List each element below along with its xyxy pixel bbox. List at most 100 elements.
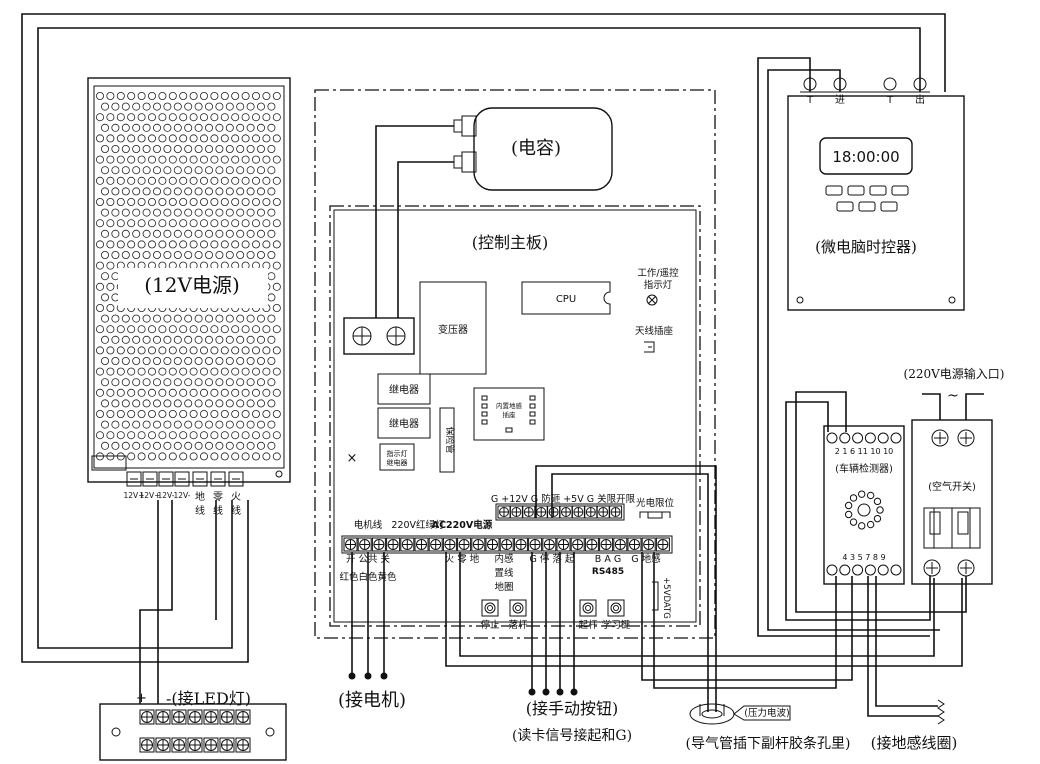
loop-socket-label: 内置地感 (496, 401, 523, 410)
transformer (419, 281, 487, 375)
rs485-label: RS485 (592, 567, 624, 577)
ps-terminal-label: 12V+ (140, 491, 161, 500)
push-button[interactable] (607, 599, 625, 617)
timer-terminal-label: T (806, 95, 814, 106)
detector-pin (890, 432, 902, 444)
ps-terminal-label: 线 (195, 504, 205, 517)
fuse (439, 407, 455, 473)
loop-socket-label: 插座 (503, 410, 517, 419)
btn-terms-label: G 停 落 起 (530, 553, 575, 565)
detector-label: (车辆检测器) (835, 462, 893, 475)
ps-terminal (228, 471, 244, 487)
ps-terminal (142, 471, 158, 487)
work-light-label: 指示灯 (644, 279, 673, 291)
ps-terminal-label: 地 (195, 490, 205, 503)
ps-terminal-label: 火 (231, 491, 241, 503)
cpu: CPU (521, 281, 611, 315)
detector-pin (864, 432, 876, 444)
bottom-terminal-row (341, 535, 673, 554)
mains-input-label: (220V电源输入口) (904, 366, 1005, 381)
cross-mark: × (347, 451, 358, 466)
push-button[interactable] (579, 599, 597, 617)
timer-key[interactable] (869, 185, 887, 196)
ps-terminal-label: 12V+ (124, 491, 145, 500)
detector-pin (852, 564, 864, 576)
top-header-label: G +12V G 防砸 +5V G 关限开限 (491, 493, 636, 505)
detector-top-pins: 2 1 6 11 10 10 (835, 447, 894, 456)
antenna-label: 天线插座 (635, 325, 674, 337)
ground-loop-coil (937, 699, 945, 725)
breaker-label: (空气开关) (928, 480, 976, 493)
transformer-label: 变压器 (438, 323, 468, 336)
wire-end-dots (348, 672, 578, 696)
timer-terminal (913, 77, 927, 91)
detector-pin (890, 564, 902, 576)
timer-terminal-label: 出 (915, 93, 925, 106)
timer-terminal (803, 77, 817, 91)
timer-terminal (883, 77, 897, 91)
control-board (329, 205, 701, 627)
power-terms-label: 火 零 地 (445, 553, 480, 565)
mains-ac-symbol: ~ (947, 388, 959, 404)
detector-pin (826, 432, 838, 444)
timer-key[interactable] (891, 185, 909, 196)
fuse-label: 保险管 (444, 426, 456, 453)
air-breaker: (空气开关) (911, 419, 993, 585)
timer-terminal-label: T (886, 95, 894, 106)
cap-terminal (343, 317, 415, 355)
inner-loop-label: 置线 (494, 567, 514, 579)
push-buttons: 停止落杆 起杆学习键 (480, 599, 631, 631)
timer-key[interactable] (858, 201, 876, 212)
ps-terminal (126, 471, 142, 487)
vehicle-detector: 2 1 6 11 10 10 (车辆检测器) 4 3 5 7 8 9 (823, 425, 905, 585)
ps-output-wires (139, 500, 217, 704)
led-strip-label: -(接LED灯) (166, 689, 251, 708)
relay-3-label: 指示灯 (387, 449, 408, 458)
power-supply-label: (12V电源) (144, 273, 240, 297)
relay-1 (377, 373, 431, 405)
relay-2 (377, 407, 431, 439)
cpu-label: CPU (556, 294, 576, 305)
pressure-wave-label: (压力电波) (744, 707, 789, 719)
pressure-sensor (689, 703, 791, 725)
push-button-label: 学习键 (602, 619, 631, 631)
vdatg-socket (652, 581, 659, 611)
led-terminal-block: + -(接LED灯) (99, 689, 287, 761)
timer-key[interactable] (825, 185, 843, 196)
timer-key[interactable] (880, 201, 898, 212)
board-wires (351, 391, 984, 717)
timer-display: 18:00:00 (832, 148, 899, 166)
timer-terminal (833, 77, 847, 91)
ps-terminal-label: 线 (231, 504, 241, 517)
board-label: (控制主板) (472, 233, 549, 252)
indicator-light-icon (646, 294, 658, 306)
detector-pin (839, 564, 851, 576)
vdatg-label: +5VDATG (661, 577, 671, 619)
light220-label: 220V红绿灯 (391, 519, 445, 531)
detector-pin (826, 564, 838, 576)
detector-pin (839, 432, 851, 444)
motor-connection-label: (接电机) (338, 690, 406, 711)
timer-key[interactable] (836, 201, 854, 212)
push-button-label: 落杆 (508, 619, 528, 631)
antenna-socket-icon (644, 341, 655, 353)
timer-key[interactable] (847, 185, 865, 196)
push-button[interactable] (481, 599, 499, 617)
light-limit-socket (639, 511, 671, 519)
relay-3 (379, 443, 415, 471)
ps-terminal-label: 线 (213, 504, 223, 517)
push-button-label: 起杆 (578, 619, 598, 631)
push-button[interactable] (509, 599, 527, 617)
card-note-label: (读卡信号接起和G) (512, 727, 632, 744)
light-limit-label: 光电限位 (636, 497, 675, 509)
ps-terminal-label: 零 (213, 491, 223, 503)
ps-terminal (174, 471, 190, 487)
rs485-terms-label: B A G (595, 554, 621, 565)
timer-terminal-label: 进 (835, 94, 845, 106)
push-button-label: 停止 (480, 619, 500, 631)
